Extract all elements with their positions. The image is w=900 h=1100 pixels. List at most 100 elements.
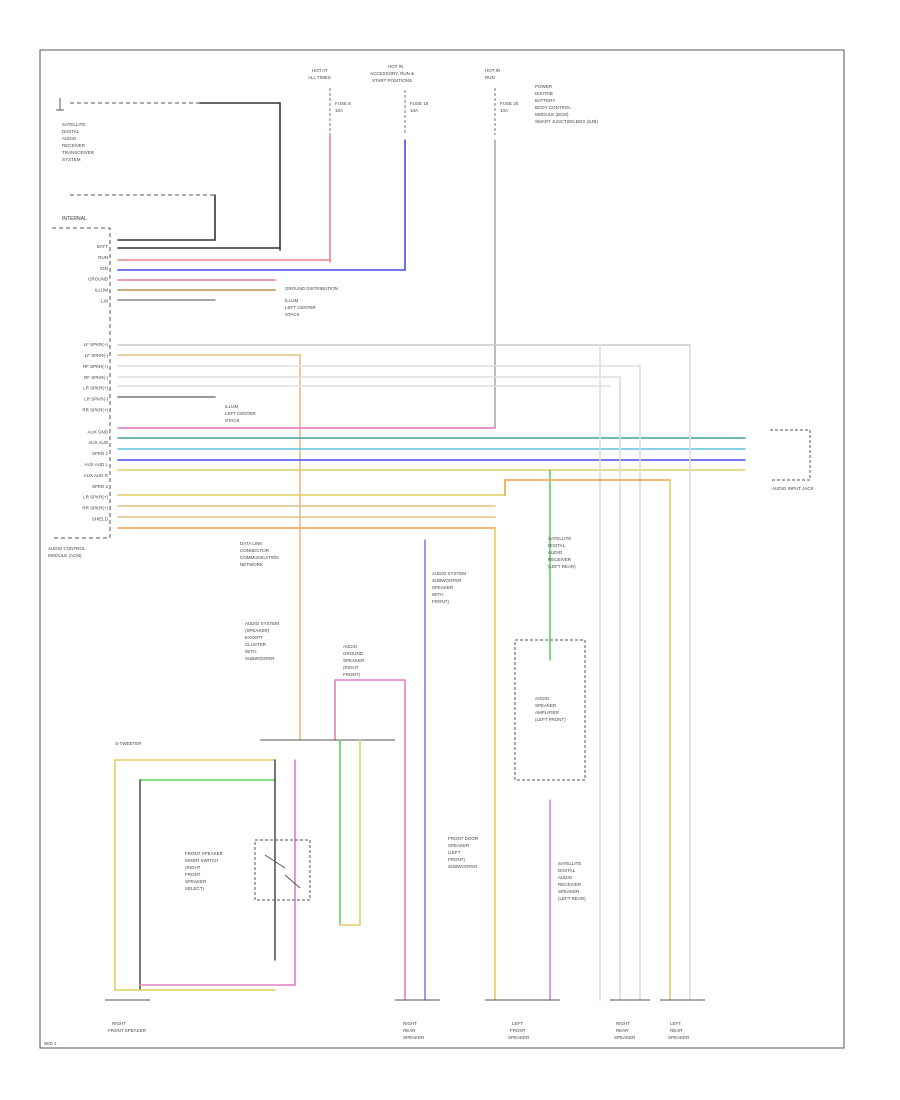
- note-line: SPEAKER: [535, 703, 557, 708]
- note-line: FRONT): [432, 599, 449, 604]
- module-name: MODULE (ACM): [48, 553, 82, 558]
- note-line: SUBWOOFER: [245, 656, 275, 661]
- note-line: (LEFT REAR): [548, 564, 576, 569]
- fuse-note: BODY CONTROL: [535, 105, 571, 110]
- note-line: AUDIO SYSTEM: [432, 571, 466, 576]
- note-line: WITH: [245, 649, 257, 654]
- fuse-amps: 10A: [410, 108, 418, 113]
- module-pin-label: SPKR 2: [92, 484, 109, 489]
- note-line: WITH: [432, 592, 444, 597]
- note-line: CLUSTER: [245, 642, 267, 647]
- note-line: FRONT SPEAKER: [185, 851, 224, 856]
- fuse-title: ACCESSORY, RUN &: [370, 71, 414, 76]
- note-line: (LEFT FRONT): [535, 717, 566, 722]
- fuse-block-2: HOT IN ACCESSORY, RUN & START POSITIONS …: [370, 64, 429, 271]
- fuse-amps: 10A: [335, 108, 343, 113]
- note-line: SELECT): [185, 886, 205, 891]
- module-pin-label: AUX AUD L: [84, 462, 108, 467]
- module-pin-label: GROUND: [88, 277, 109, 282]
- speaker-output-wires: DATA LINK CONNECTOR COMMUNICATION NETWOR…: [117, 344, 691, 1001]
- note-line: (LEFT: [448, 850, 461, 855]
- audio-control-module: INTERNAL AUDIO CONTROL MODULE (ACM) BATT…: [48, 216, 111, 558]
- speaker-label: LEFT: [512, 1021, 523, 1026]
- module-pin-label: ILLUM: [95, 288, 109, 293]
- note-line: RECEIVER: [558, 882, 582, 887]
- module-pin-label: RR SPKR(+): [82, 408, 108, 413]
- note-line: AUDIO SYSTEM: [245, 621, 279, 626]
- note-line: RECEIVER: [548, 557, 572, 562]
- module-pin-label: LIN: [101, 299, 108, 304]
- note-line: FRONT): [343, 672, 360, 677]
- speaker-switch: [254, 839, 311, 901]
- speaker-label: RIGHT: [112, 1021, 126, 1026]
- note-line: SATELLITE: [558, 861, 581, 866]
- speaker-label: SPEAKER: [668, 1035, 690, 1040]
- speaker-label: FRONT: [510, 1028, 526, 1033]
- illum-note: STACK: [225, 418, 240, 423]
- note-line: SPEAKER: [558, 889, 580, 894]
- data-link-note: NETWORK: [240, 562, 263, 567]
- speaker-label: SPEAKER: [403, 1035, 425, 1040]
- module-pin-label: LF SPKR(+): [84, 342, 109, 347]
- speaker-left-front: LEFT FRONT SPEAKER: [485, 999, 560, 1040]
- speaker-right-rear-2: RIGHT REAR SPEAKER: [610, 999, 650, 1040]
- speaker-wire-group: ILLUM LEFT CENTER STACK: [117, 344, 691, 741]
- speaker-left-rear: LEFT REAR SPEAKER: [660, 999, 705, 1040]
- satellite-antenna-block: SATELLITE DIGITAL AUDIO RECEIVER TRANSCE…: [56, 98, 281, 251]
- speaker-label: REAR: [616, 1028, 629, 1033]
- module-pin-label: RF SPKR(-): [84, 375, 109, 380]
- note-line: (RIGHT: [343, 665, 359, 670]
- module-pin-label: BATT: [97, 244, 108, 249]
- mid-note: FRONT DOOR SPEAKER (LEFT FRONT) SUBWOOFE…: [448, 836, 479, 869]
- data-link-note: CONNECTOR: [240, 548, 270, 553]
- illum-note: LEFT CENTER: [285, 305, 316, 310]
- front-speaker-switch-section: AUDIO SYSTEM (SPEAKER) EXCEPT CLUSTER WI…: [114, 621, 406, 1001]
- data-link-note: DATA LINK: [240, 541, 262, 546]
- module-pin-label: RR SPKR(+): [82, 506, 108, 511]
- module-header: INTERNAL: [62, 216, 87, 222]
- note-line: FRONT): [448, 857, 465, 862]
- note-line: MIXER SWITCH: [185, 858, 218, 863]
- note-line: AUDIO: [343, 644, 358, 649]
- note-line: DIGITAL: [558, 868, 576, 873]
- note-line: FRONT DOOR: [448, 836, 479, 841]
- fuse-block-1: HOT AT ALL TIMES FUSE 8 10A: [308, 68, 351, 263]
- note-line: SPEAKER: [432, 585, 454, 590]
- module-pin-label: SPKR 1: [92, 451, 109, 456]
- illum-note: ILLUM: [285, 298, 299, 303]
- fuse-block-3: HOT IN RUN FUSE 25 10A POWER DISTRIB BAT…: [485, 68, 598, 429]
- note-line: (LEFT REAR): [558, 896, 586, 901]
- note-line: AUDIO: [548, 550, 563, 555]
- module-pin-label: LF SPKR(-): [85, 353, 109, 358]
- module-name: AUDIO CONTROL: [48, 546, 86, 551]
- speaker-label: RIGHT: [403, 1021, 417, 1026]
- note-line: (RIGHT: [185, 865, 201, 870]
- note-line: TRANSCEIVER: [62, 150, 95, 155]
- speaker-label: SPEAKER: [508, 1035, 530, 1040]
- speaker-right-rear: RIGHT REAR SPEAKER: [395, 999, 440, 1040]
- fuse-id: FUSE 18: [410, 101, 429, 106]
- module-power-wires: GROUND DISTRIBUTION ILLUM LEFT CENTER ST…: [117, 247, 406, 317]
- note-line: RECEIVER: [62, 143, 86, 148]
- illum-note: STACK: [285, 312, 300, 317]
- data-link-note: COMMUNICATION: [240, 555, 279, 560]
- diagram-frame: [39, 49, 845, 1049]
- module-pin-label: LR SPKR(+): [83, 386, 108, 391]
- note-line: DIGITAL: [62, 129, 80, 134]
- note-line: SUBWOOFER: [432, 578, 462, 583]
- illum-note: ILLUM: [225, 404, 239, 409]
- note-line: EXCEPT: [245, 635, 263, 640]
- note-line: AUDIO: [62, 136, 77, 141]
- note-line: GROUND: [343, 651, 364, 656]
- fuse-title: RUN: [485, 75, 495, 80]
- fuse-note: BATTERY: [535, 98, 555, 103]
- note-line: AMPLIFIER: [535, 710, 560, 715]
- fuse-note: MODULE (BCM): [535, 112, 569, 117]
- module-pin-label: RF SPKR(+): [83, 364, 109, 369]
- aux-input-label: AUDIO INPUT JACK: [772, 486, 814, 491]
- fuse-note: SMART JUNCTION BOX (SJB): [535, 119, 598, 124]
- module-pin-label: RUN: [98, 255, 108, 260]
- note-line: SPEAKER: [448, 843, 470, 848]
